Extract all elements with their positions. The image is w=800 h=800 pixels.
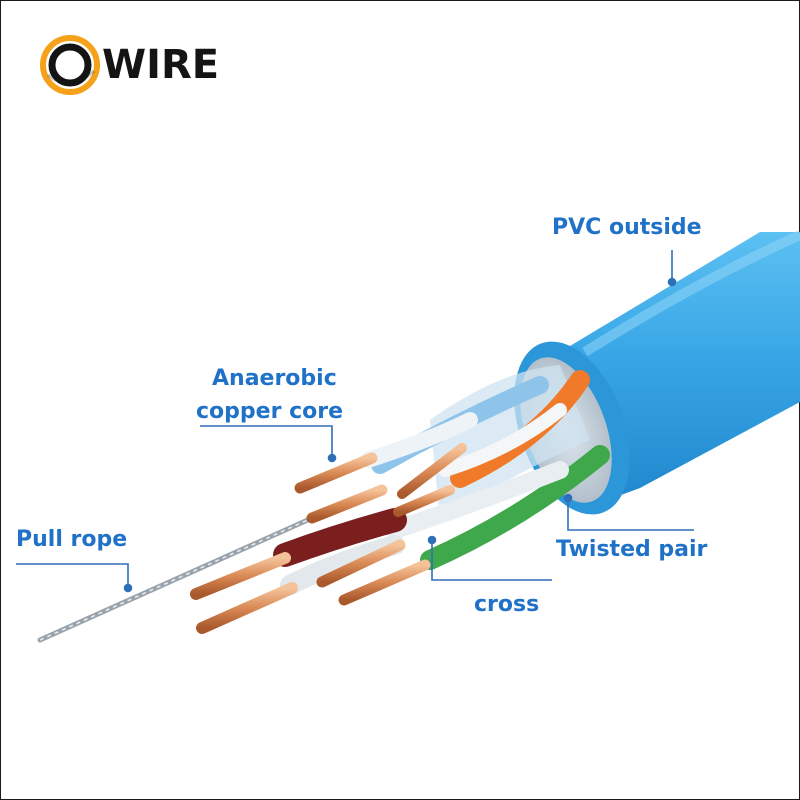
pull-rope (37, 507, 333, 643)
label-twisted-pair: Twisted pair (556, 537, 708, 562)
leader-lines (16, 250, 694, 593)
label-anaerobic: Anaerobic (212, 366, 337, 391)
label-pvc-outside: PVC outside (552, 215, 702, 240)
copper-cores (190, 443, 467, 634)
white-orange-wire (438, 403, 567, 477)
label-cross: cross (474, 592, 540, 617)
white-green-wire (386, 461, 569, 539)
o-ring-logo-icon (40, 35, 100, 95)
label-copper-core: copper core (196, 399, 344, 424)
brand-logo: WIRE (40, 34, 219, 96)
brown-wire (273, 508, 407, 567)
label-pull-rope: Pull rope (16, 527, 128, 552)
green-wire (420, 445, 610, 570)
brand-name: WIRE (102, 42, 220, 88)
white-wire-upper (360, 412, 478, 468)
